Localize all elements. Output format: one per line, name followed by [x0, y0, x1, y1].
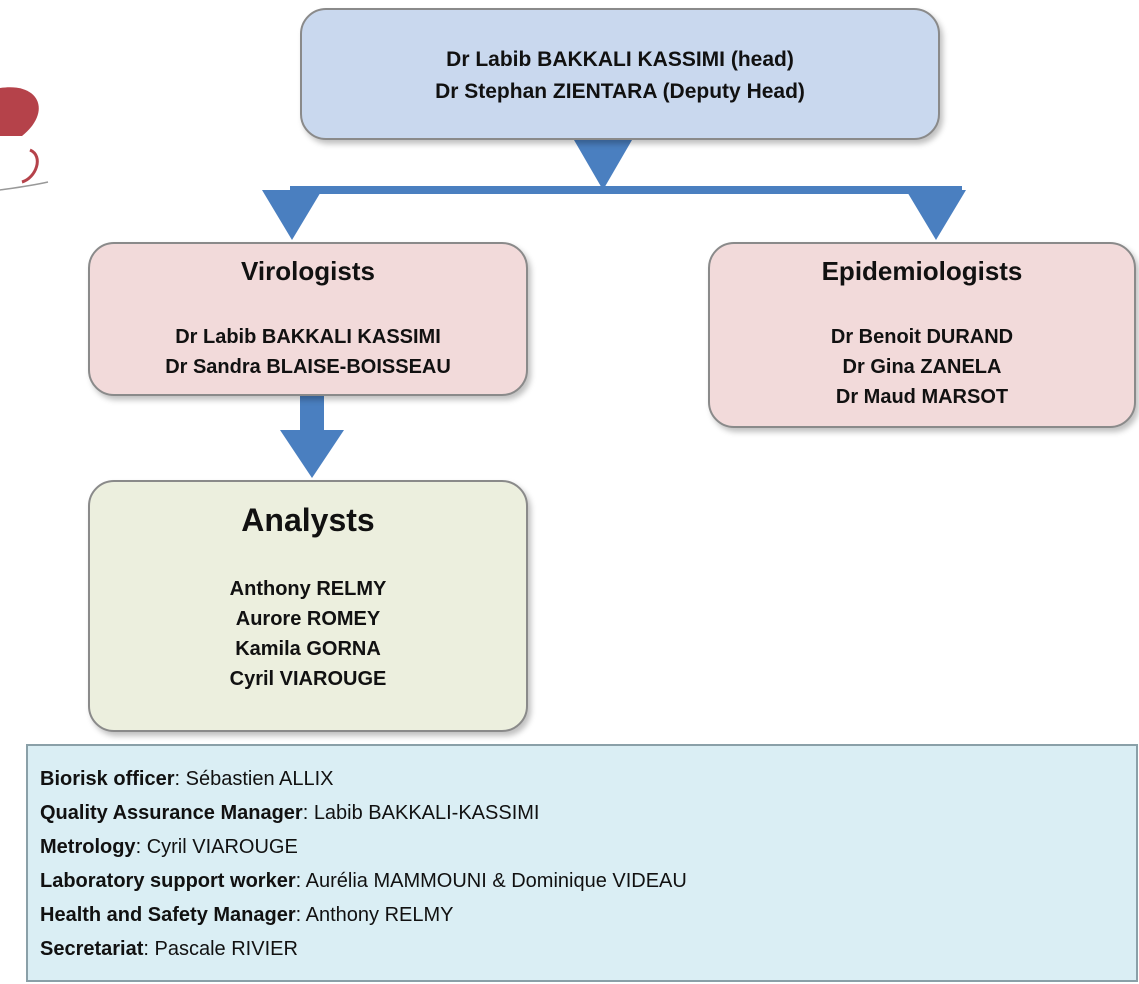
virologists-box: Virologists Dr Labib BAKKALI KASSIMI Dr …	[88, 242, 528, 396]
virologist-member: Dr Labib BAKKALI KASSIMI	[90, 322, 526, 352]
epidemiologists-title: Epidemiologists	[710, 254, 1134, 288]
arrow-virologists-shaft	[300, 396, 324, 432]
logo-swoosh	[22, 150, 37, 182]
support-role: Secretariat	[40, 938, 143, 960]
support-person: Anthony RELMY	[306, 904, 454, 926]
analyst-member: Anthony RELMY	[90, 574, 526, 604]
support-role: Laboratory support worker	[40, 870, 296, 892]
epidemiologists-members: Dr Benoit DURAND Dr Gina ZANELA Dr Maud …	[710, 322, 1134, 412]
support-person: Sébastien ALLIX	[186, 768, 334, 790]
logo-shape	[0, 87, 39, 136]
virologists-title: Virologists	[90, 254, 526, 288]
analyst-member: Cyril VIAROUGE	[90, 664, 526, 694]
arrow-to-analysts	[280, 430, 344, 478]
analysts-box: Analysts Anthony RELMY Aurore ROMEY Kami…	[88, 480, 528, 732]
logo-line	[0, 182, 48, 190]
support-role: Quality Assurance Manager	[40, 802, 303, 824]
support-separator: :	[136, 836, 147, 858]
support-person: Aurélia MAMMOUNI & Dominique VIDEAU	[306, 870, 687, 892]
support-row-secretariat: Secretariat: Pascale RIVIER	[40, 932, 1124, 966]
epidemiologist-member: Dr Maud MARSOT	[710, 382, 1134, 412]
support-role: Health and Safety Manager	[40, 904, 296, 926]
arrow-head-down	[574, 140, 632, 190]
support-role: Metrology	[40, 836, 136, 858]
support-staff-box: Biorisk officer: Sébastien ALLIX Quality…	[26, 744, 1138, 982]
virologists-members: Dr Labib BAKKALI KASSIMI Dr Sandra BLAIS…	[90, 322, 526, 382]
arrow-to-epidemiologists	[906, 190, 966, 240]
epidemiologists-box: Epidemiologists Dr Benoit DURAND Dr Gina…	[708, 242, 1136, 428]
support-row-quality: Quality Assurance Manager: Labib BAKKALI…	[40, 796, 1124, 830]
support-person: Pascale RIVIER	[155, 938, 298, 960]
support-separator: :	[143, 938, 154, 960]
support-row-lab-support: Laboratory support worker: Aurélia MAMMO…	[40, 864, 1124, 898]
support-separator: :	[303, 802, 314, 824]
support-separator: :	[174, 768, 185, 790]
virologist-member: Dr Sandra BLAISE-BOISSEAU	[90, 352, 526, 382]
epidemiologist-member: Dr Benoit DURAND	[710, 322, 1134, 352]
analysts-members: Anthony RELMY Aurore ROMEY Kamila GORNA …	[90, 574, 526, 694]
analyst-member: Aurore ROMEY	[90, 604, 526, 634]
support-separator: :	[296, 870, 306, 892]
epidemiologist-member: Dr Gina ZANELA	[710, 352, 1134, 382]
arrow-horizontal-bar	[290, 186, 962, 194]
support-row-health-safety: Health and Safety Manager: Anthony RELMY	[40, 898, 1124, 932]
support-person: Cyril VIAROUGE	[147, 836, 298, 858]
analysts-title: Analysts	[90, 500, 526, 540]
support-role: Biorisk officer	[40, 768, 174, 790]
head-line-1: Dr Labib BAKKALI KASSIMI (head)	[302, 44, 938, 76]
analyst-member: Kamila GORNA	[90, 634, 526, 664]
head-box: Dr Labib BAKKALI KASSIMI (head) Dr Steph…	[300, 8, 940, 140]
logo-fragment	[0, 60, 70, 210]
support-row-metrology: Metrology: Cyril VIAROUGE	[40, 830, 1124, 864]
head-line-2: Dr Stephan ZIENTARA (Deputy Head)	[302, 76, 938, 108]
support-row-biorisk: Biorisk officer: Sébastien ALLIX	[40, 762, 1124, 796]
support-separator: :	[296, 904, 306, 926]
arrow-to-virologists	[262, 190, 322, 240]
support-person: Labib BAKKALI-KASSIMI	[314, 802, 540, 824]
